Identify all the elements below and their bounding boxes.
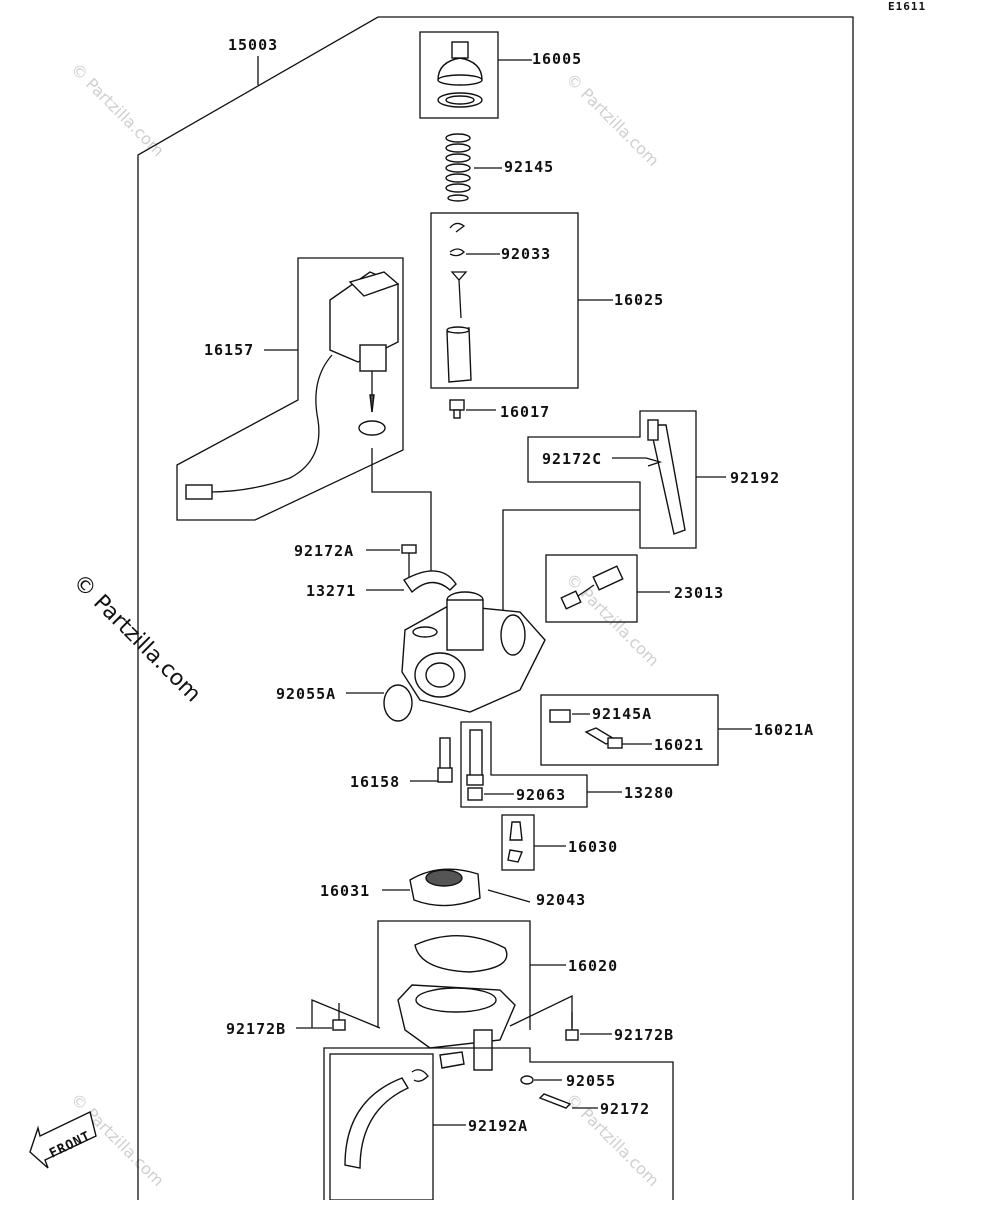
part-float-valve-16030 (507, 821, 523, 863)
part-label-15003[interactable]: 15003 (228, 36, 278, 54)
part-oring-92055A (383, 684, 413, 722)
part-oring-92055 (520, 1075, 534, 1085)
part-label-16030[interactable]: 16030 (568, 838, 618, 856)
part-screw-16021 (549, 709, 623, 749)
group-box-16030 (501, 814, 535, 871)
part-screw-92172B-right (565, 1012, 579, 1041)
watermark-text: © Partzilla.com (67, 59, 168, 160)
part-label-92172B-left[interactable]: 92172B (226, 1020, 286, 1038)
part-label-92172C[interactable]: 92172C (542, 450, 602, 468)
part-auto-choke-16157 (185, 271, 400, 500)
diagram-code: E1611 (888, 0, 926, 13)
part-label-92063[interactable]: 92063 (516, 786, 566, 804)
group-box-16020 (377, 920, 531, 1030)
part-cap-16005 (437, 41, 483, 108)
group-box-16021A (540, 694, 719, 766)
part-screw-92172A (401, 544, 417, 580)
part-label-23013[interactable]: 23013 (674, 584, 724, 602)
watermark-text: © Partzilla.com (562, 69, 663, 170)
part-label-92192[interactable]: 92192 (730, 469, 780, 487)
part-label-92043[interactable]: 92043 (536, 891, 586, 909)
part-screw-92172 (538, 1093, 572, 1109)
part-label-92055[interactable]: 92055 (566, 1072, 616, 1090)
part-label-16021A[interactable]: 16021A (754, 721, 814, 739)
group-box-16005 (419, 31, 499, 119)
part-screw-92172B-left (332, 1003, 346, 1031)
connector-line (509, 994, 573, 1028)
part-bracket-13271 (402, 570, 457, 594)
part-label-92145[interactable]: 92145 (504, 158, 554, 176)
part-jet-16158 (437, 737, 453, 783)
connector-line (311, 999, 381, 1029)
part-label-13271[interactable]: 13271 (306, 582, 356, 600)
part-label-16021[interactable]: 16021 (654, 736, 704, 754)
group-box-13280 (460, 721, 588, 808)
part-label-13280[interactable]: 13280 (624, 784, 674, 802)
part-spring-92145 (445, 133, 471, 202)
group-box-16157 (176, 257, 404, 521)
part-hose-92192 (645, 419, 686, 535)
part-float-chamber (397, 984, 516, 1071)
part-label-16031[interactable]: 16031 (320, 882, 370, 900)
part-label-92055A[interactable]: 92055A (276, 685, 336, 703)
part-label-16025[interactable]: 16025 (614, 291, 664, 309)
part-needle-slide-16025 (446, 222, 472, 383)
part-carburetor-body (401, 591, 546, 713)
part-label-92033[interactable]: 92033 (501, 245, 551, 263)
part-label-92192A[interactable]: 92192A (468, 1117, 528, 1135)
part-label-16017[interactable]: 16017 (500, 403, 550, 421)
watermark-text-main: © Partzilla.com (68, 570, 206, 708)
connector-line (371, 448, 432, 580)
part-float-16031 (409, 868, 481, 907)
part-pin-92043 (487, 889, 531, 903)
part-hose-92192A (344, 1069, 429, 1169)
part-switch-23013 (560, 565, 624, 610)
connector-line (502, 509, 640, 615)
part-gasket-16020 (414, 935, 508, 973)
part-label-92172B-right[interactable]: 92172B (614, 1026, 674, 1044)
group-box-23013 (545, 554, 638, 623)
group-box-92192A (329, 1053, 434, 1201)
part-label-16020[interactable]: 16020 (568, 957, 618, 975)
front-arrow: FRONT (29, 1110, 97, 1169)
part-label-16005[interactable]: 16005 (532, 50, 582, 68)
watermark-group: © Partzilla.com © Partzilla.com © Partzi… (67, 59, 663, 1190)
part-label-92145A[interactable]: 92145A (592, 705, 652, 723)
watermark-text: © Partzilla.com (562, 569, 663, 670)
part-jet-16017 (449, 399, 465, 419)
group-box-92192 (527, 410, 697, 549)
part-label-92172A[interactable]: 92172A (294, 542, 354, 560)
part-label-16158[interactable]: 16158 (350, 773, 400, 791)
part-label-92172[interactable]: 92172 (600, 1100, 650, 1118)
assembly-outline (137, 16, 854, 1200)
part-label-16157[interactable]: 16157 (204, 341, 254, 359)
part-needle-jet-13280 (466, 729, 484, 801)
group-box-lower (323, 1047, 674, 1200)
